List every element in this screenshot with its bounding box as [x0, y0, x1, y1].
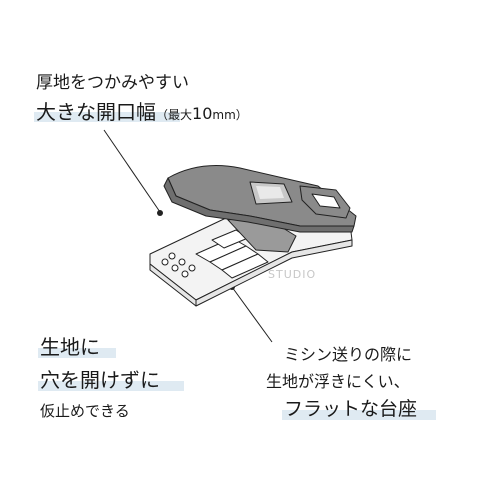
highlight-bar-right [282, 410, 436, 420]
callout-right-line3: フラットな台座 [284, 398, 418, 420]
callout-left-line1: 生地に [40, 335, 100, 359]
highlight-bar-left-2 [38, 381, 184, 391]
leader-dot-top [157, 210, 163, 216]
callout-left-line2: 穴を開けずに [40, 368, 160, 392]
highlight-bar-top [34, 112, 180, 122]
callout-top-main: 大きな開口幅 [36, 100, 156, 124]
highlight-bar-left-1 [38, 348, 116, 358]
leader-line-right [231, 286, 273, 343]
callout-top-note: （最大10mm） [156, 104, 248, 123]
clip-base [149, 217, 353, 307]
callout-right-line2: 生地が浮きにくい、 [266, 372, 410, 391]
callout-top-line2: 大きな開口幅（最大10mm） [36, 96, 248, 125]
clip-top-lever [163, 165, 357, 233]
callout-top-line1: 厚地をつかみやすい [36, 73, 189, 93]
callout-right-line1: ミシン送りの際に [284, 345, 413, 364]
callout-left-line3: 仮止めできる [40, 402, 130, 420]
leader-line-top [103, 129, 161, 213]
watermark: STUDIO [268, 268, 317, 281]
